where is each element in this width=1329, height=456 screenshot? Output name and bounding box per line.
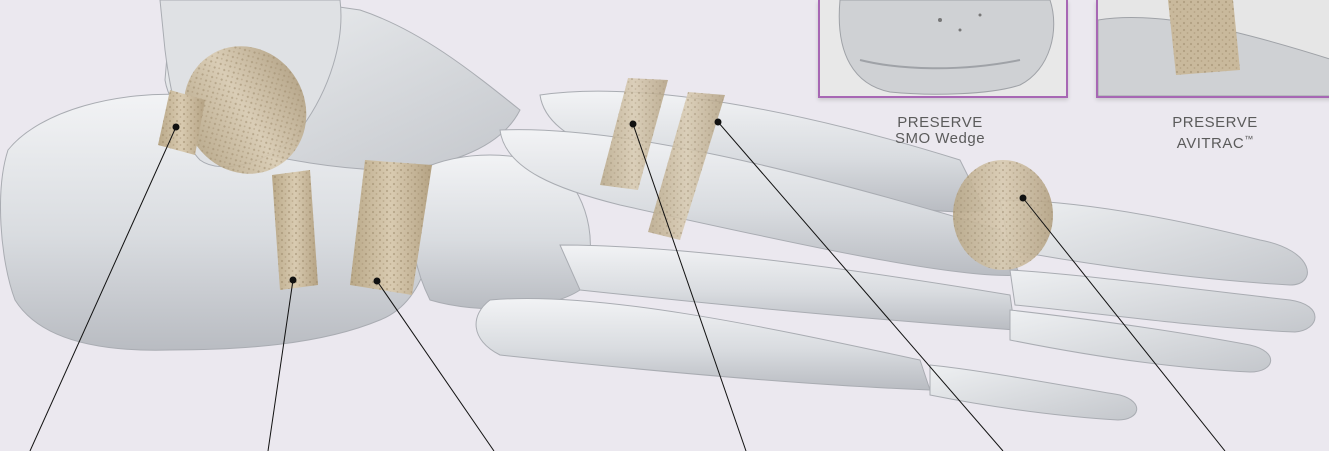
inset-smo-wedge bbox=[818, 0, 1068, 98]
caption-smo-wedge: PRESERVE SMO Wedge bbox=[860, 115, 1020, 147]
caption-smo-line1: PRESERVE bbox=[860, 115, 1020, 131]
inset-avitrac-image bbox=[1098, 0, 1329, 96]
leader-dot-6 bbox=[1020, 195, 1026, 201]
leader-dot-2 bbox=[290, 277, 296, 283]
leader-dot-4 bbox=[630, 121, 636, 127]
leader-dot-1 bbox=[173, 124, 179, 130]
inset-avitrac bbox=[1096, 0, 1329, 98]
caption-smo-line2: SMO Wedge bbox=[860, 131, 1020, 147]
graft-calcaneal-block bbox=[272, 170, 318, 290]
caption-avitrac-line1: PRESERVE bbox=[1135, 115, 1295, 131]
leader-dot-5 bbox=[715, 119, 721, 125]
caption-avitrac-name: AVITRAC bbox=[1177, 135, 1244, 152]
trademark-symbol: ™ bbox=[1244, 134, 1253, 144]
caption-avitrac: PRESERVE AVITRAC™ bbox=[1135, 115, 1295, 152]
graft-metatarsal-head bbox=[953, 160, 1053, 270]
leader-dot-3 bbox=[374, 278, 380, 284]
caption-avitrac-line2: AVITRAC™ bbox=[1135, 131, 1295, 152]
inset-smo-wedge-image bbox=[820, 0, 1066, 96]
